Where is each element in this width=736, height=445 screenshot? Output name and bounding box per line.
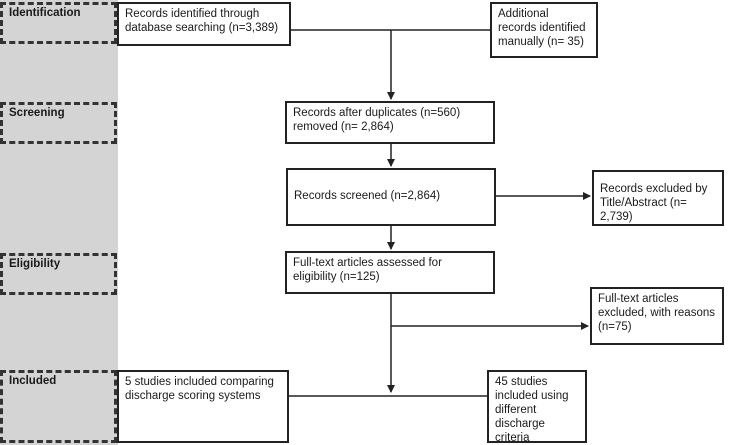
stage-identification: Identification <box>0 2 117 44</box>
stage-eligibility: Eligibility <box>0 253 117 295</box>
stage-screening: Screening <box>0 102 117 144</box>
box-records-screened: Records screened (n=2,864) <box>286 168 496 226</box>
box-excluded-title-abstract: Records excluded by Title/Abstract (n= 2… <box>592 170 724 226</box>
box-database-records: Records identified through database sear… <box>117 2 291 46</box>
box-different-criteria: 45 studies included using different disc… <box>487 370 587 444</box>
box-additional-records: Additional records identified manually (… <box>490 2 598 58</box>
box-fulltext-excluded: Full-text articles excluded, with reason… <box>590 287 724 345</box>
box-scoring-systems: 5 studies included comparing discharge s… <box>117 370 289 443</box>
box-fulltext-assessed: Full-text articles assessed for eligibil… <box>285 251 495 294</box>
stage-included: Included <box>0 370 117 443</box>
box-after-duplicates: Records after duplicates (n=560) removed… <box>285 101 495 144</box>
